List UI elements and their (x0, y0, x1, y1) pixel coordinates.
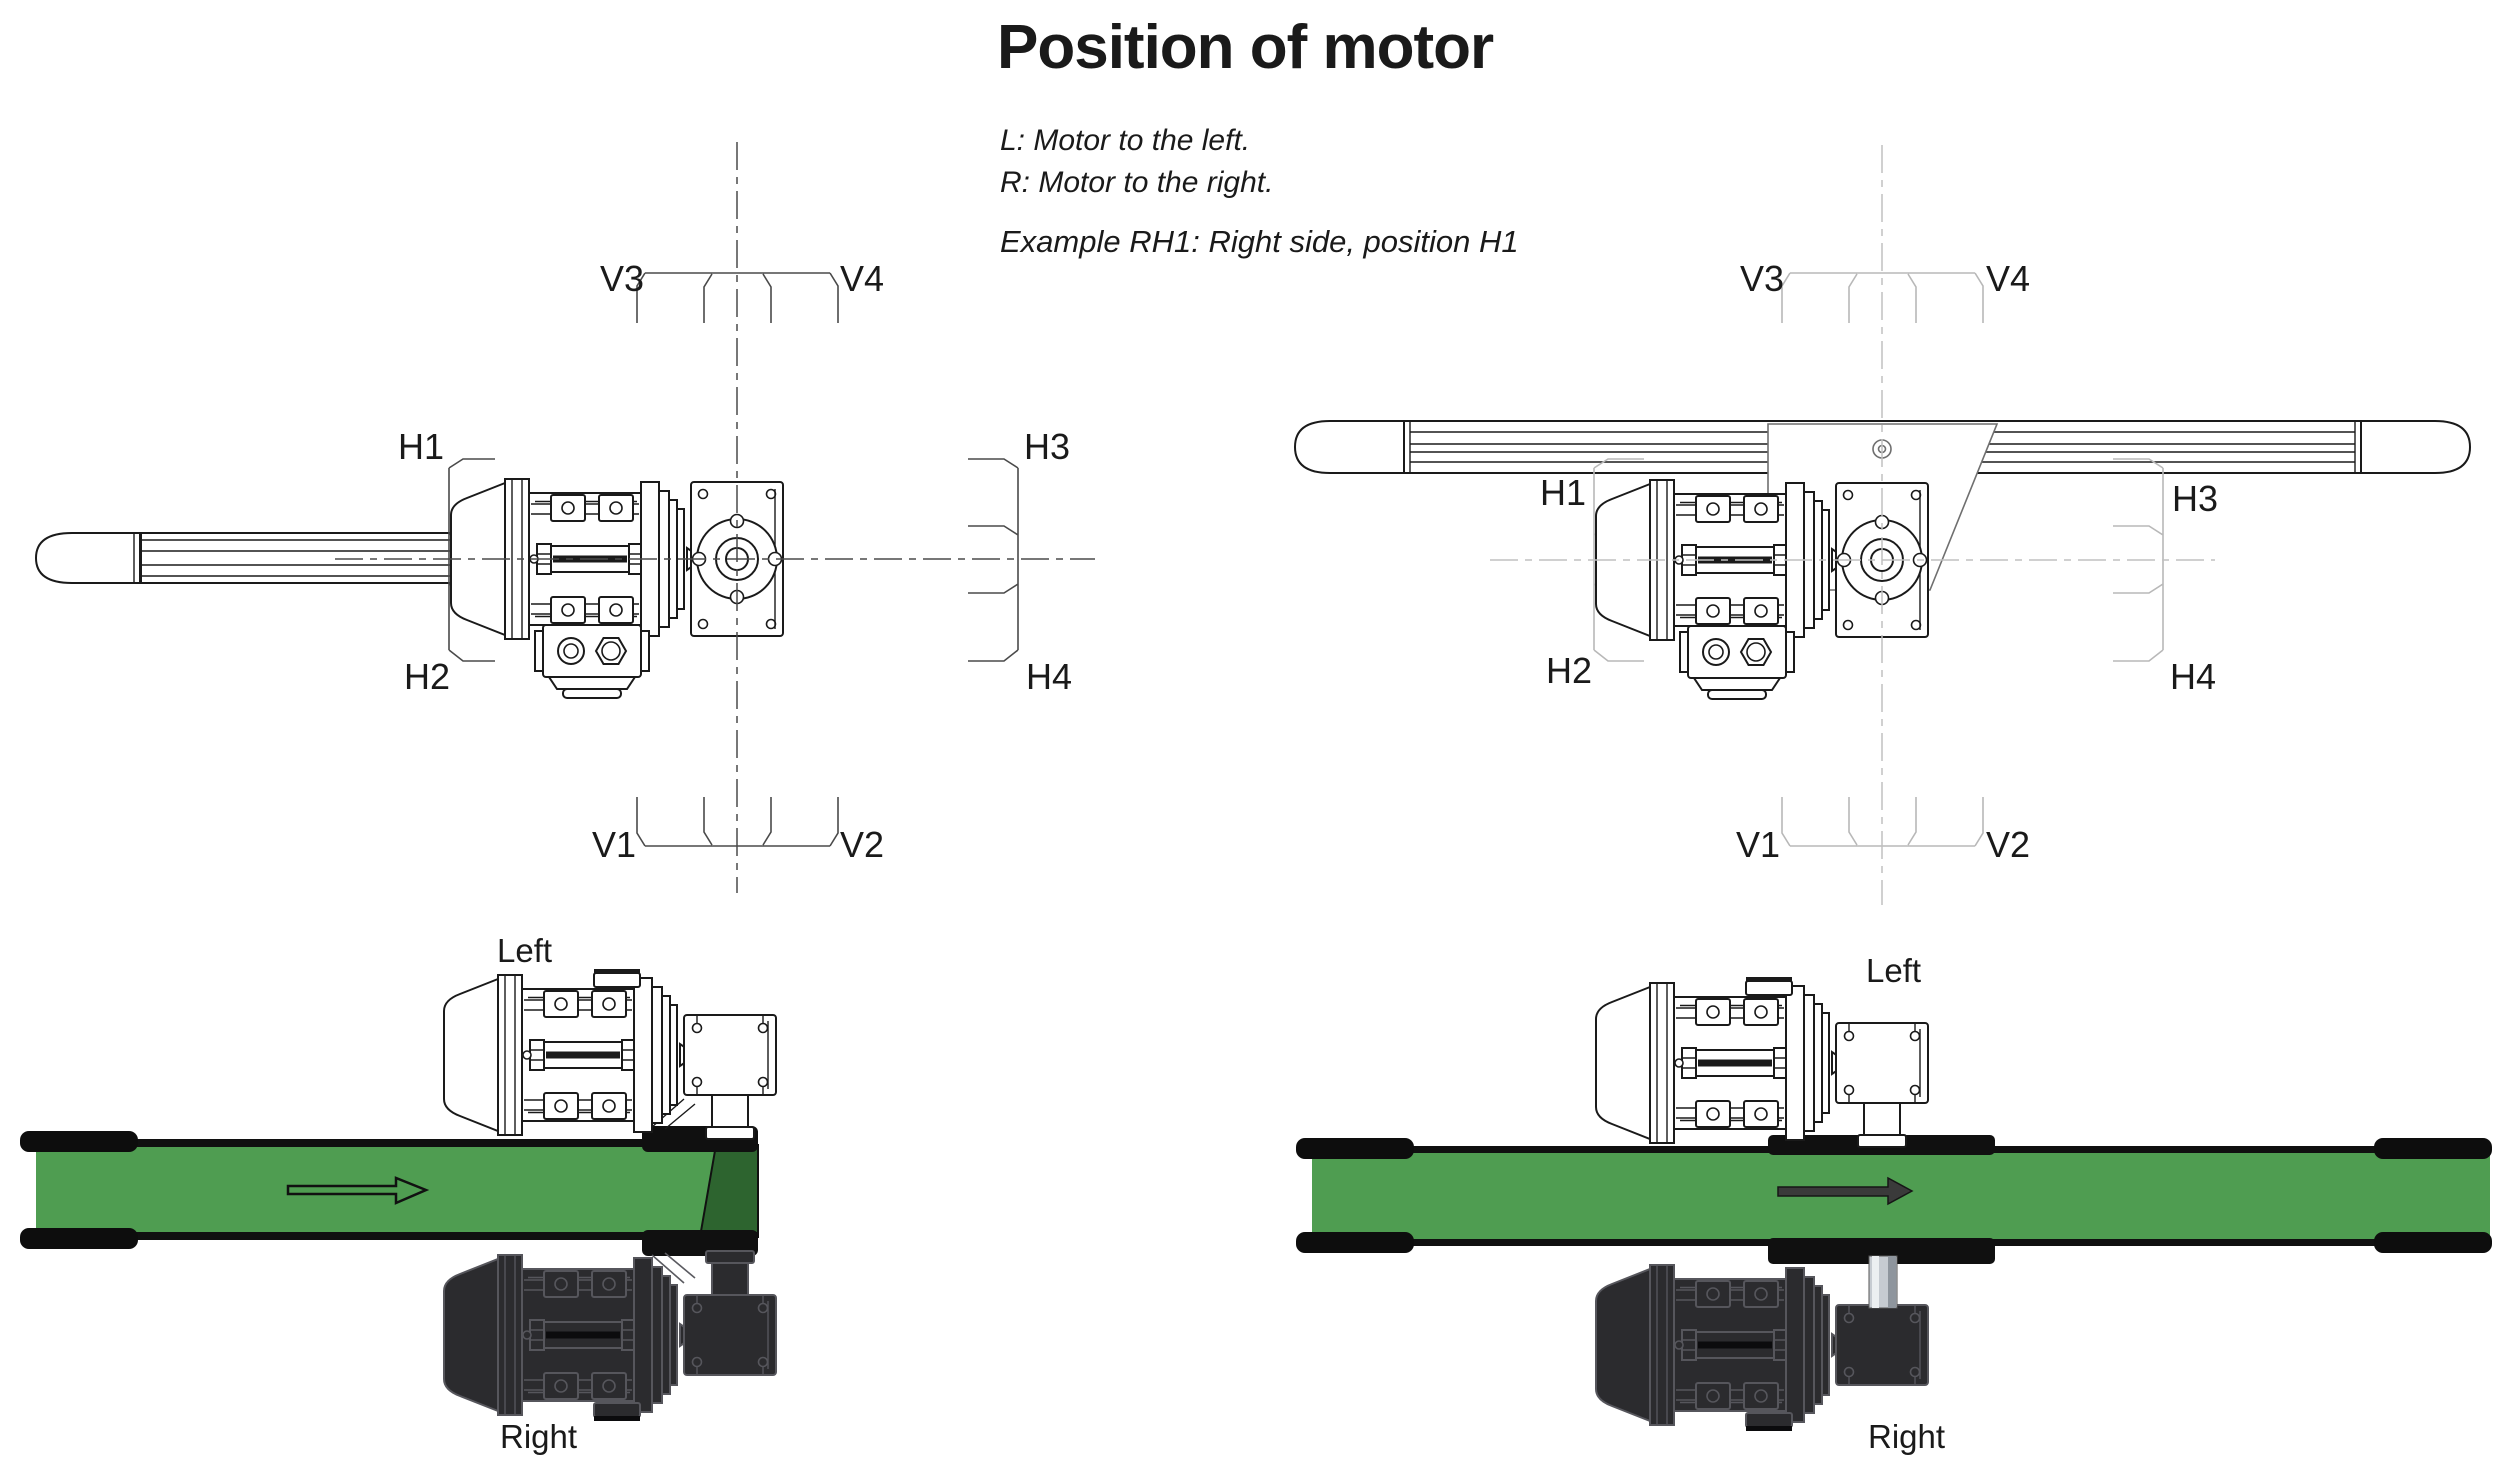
belt-end-cap (20, 1131, 138, 1152)
label-h2: H2 (1546, 650, 1593, 691)
belt-rail-bottom (36, 1232, 758, 1240)
label-v3: V3 (1740, 258, 1785, 299)
geared-motor-line-art (1596, 480, 1928, 699)
support-strut (651, 1252, 696, 1284)
bracket-h3-h4 (2113, 458, 2164, 662)
label-v1: V1 (1736, 824, 1781, 865)
belt-direction-arrow (286, 1176, 430, 1205)
label-v2: V2 (1986, 824, 2031, 865)
belt-direction-arrow (1777, 1176, 1914, 1206)
label-v1: V1 (592, 824, 637, 865)
label-h4: H4 (1026, 656, 1073, 697)
bracket-v3-v4 (636, 272, 839, 323)
drive-housing-bottom (642, 1230, 758, 1256)
label-h3: H3 (2172, 478, 2219, 519)
belt-rail-top (36, 1139, 758, 1147)
label-left-motor: Left (1866, 952, 1922, 989)
label-h1: H1 (398, 426, 445, 467)
belt (36, 1145, 758, 1237)
label-h2: H2 (404, 656, 451, 697)
bracket-h3-h4 (968, 458, 1019, 662)
belt-end-cap (20, 1228, 138, 1249)
legend-left: L: Motor to the left. (1000, 124, 1251, 157)
label-v4: V4 (1986, 258, 2031, 299)
motor-position-diagram-left (34, 142, 1095, 893)
legend-right: R: Motor to the right. (1000, 166, 1274, 199)
label-right-motor: Right (500, 1418, 578, 1455)
label-v3: V3 (600, 258, 645, 299)
conveyor-illustration-center-drive (1296, 977, 2492, 1431)
label-v2: V2 (840, 824, 885, 865)
drive-shaft-silver (1868, 1255, 1898, 1309)
motor-left-side (444, 969, 776, 1139)
bracket-v3-v4 (1781, 272, 1984, 323)
label-v4: V4 (840, 258, 885, 299)
belt-end-cap (2374, 1232, 2492, 1253)
motor-right-side (444, 1251, 776, 1421)
drive-housing-bottom (1768, 1238, 1995, 1264)
belt-end-cap (1296, 1232, 1414, 1253)
motor-position-diagram-right (1293, 145, 2472, 905)
page-title: Position of motor (997, 13, 1494, 82)
label-h4: H4 (2170, 656, 2217, 697)
spindle-tube (34, 532, 452, 584)
label-right-motor: Right (1868, 1418, 1946, 1455)
label-h1: H1 (1540, 472, 1587, 513)
label-left-motor: Left (497, 932, 553, 969)
belt-end-cap (2374, 1138, 2492, 1159)
motor-left-side (1596, 977, 1928, 1147)
legend-example: Example RH1: Right side, position H1 (1000, 224, 1519, 259)
belt-end-cap (1296, 1138, 1414, 1159)
conveyor-illustration-end-drive (20, 969, 776, 1421)
geared-motor-line-art (451, 479, 783, 698)
label-h3: H3 (1024, 426, 1071, 467)
